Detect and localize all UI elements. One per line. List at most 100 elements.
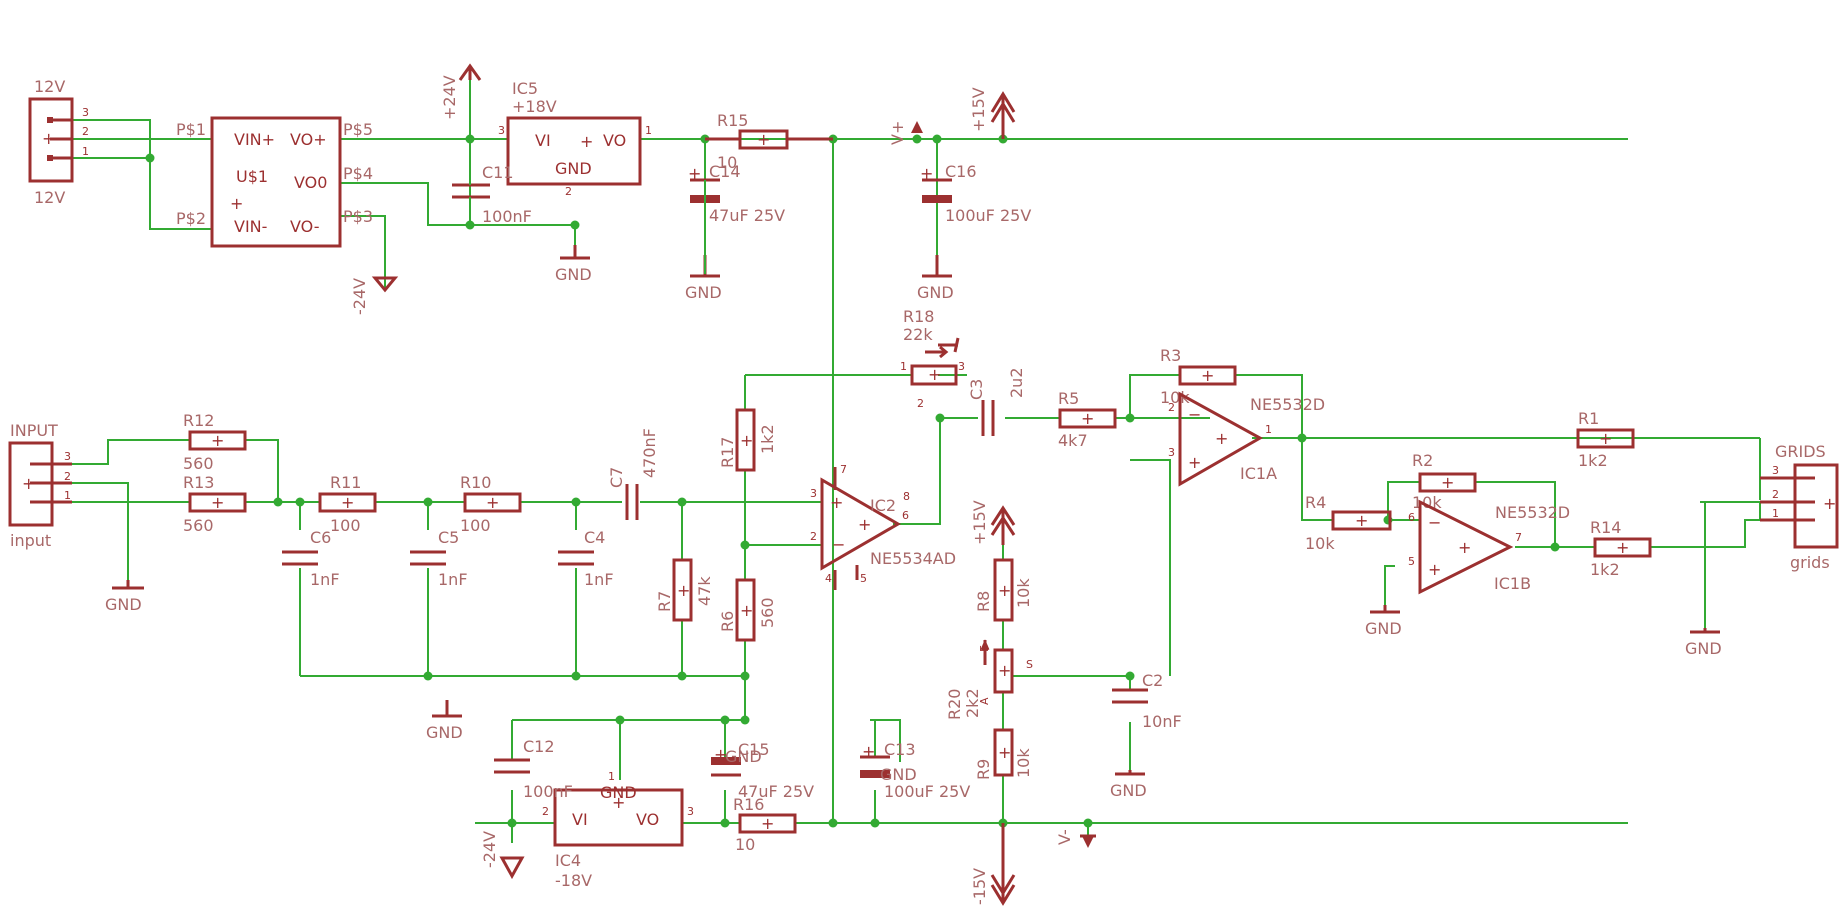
svg-text:1k2: 1k2 xyxy=(1578,451,1608,470)
connector-12v-value: 12V xyxy=(34,188,65,207)
svg-text:4k7: 4k7 xyxy=(1058,431,1088,450)
resistor-r4: + R4 10k xyxy=(1305,493,1392,553)
svg-text:R18: R18 xyxy=(903,307,934,326)
svg-text:C12: C12 xyxy=(523,737,555,756)
svg-text:GND: GND xyxy=(880,765,917,784)
svg-text:+: + xyxy=(580,132,593,151)
connector-12v-name: 12V xyxy=(34,77,65,96)
capacitor-c16: + C16 100uF 25V xyxy=(920,162,1031,225)
svg-text:R9: R9 xyxy=(974,759,993,780)
opamp-ic1a: − + + NE5532D IC1A 2 3 1 xyxy=(1168,391,1325,487)
svg-text:3: 3 xyxy=(498,124,505,137)
overlap-gnd-labels: GND GND xyxy=(725,747,917,784)
svg-text:1k2: 1k2 xyxy=(758,424,777,454)
svg-text:+: + xyxy=(928,365,941,384)
resistor-r3: + R3 10k xyxy=(1160,346,1237,407)
capacitor-c12: C12 100nF xyxy=(494,737,573,801)
capacitor-c15: + C15 47uF 25V xyxy=(711,740,814,801)
connector-12v-plus: + xyxy=(42,129,55,148)
regulator-ic5: VI + VO GND IC5 +18V 3 1 2 xyxy=(498,79,652,198)
svg-text:+: + xyxy=(998,581,1011,600)
svg-text:+: + xyxy=(1428,560,1441,579)
resistor-r9: + R9 10k xyxy=(974,728,1033,780)
svg-text:1: 1 xyxy=(608,770,615,783)
regulator-ic4: VI + VO GND IC4 -18V 2 3 1 xyxy=(542,770,694,890)
supply-plus24: +24V xyxy=(440,63,482,120)
svg-text:+: + xyxy=(612,793,625,812)
svg-text:+: + xyxy=(757,130,770,149)
svg-text:2k2: 2k2 xyxy=(963,688,982,718)
svg-text:100: 100 xyxy=(330,516,361,535)
svg-text:R11: R11 xyxy=(330,473,361,492)
svg-text:10k: 10k xyxy=(1160,388,1190,407)
resistor-r7: + R7 47k xyxy=(655,558,714,622)
opamp-ic2-name: IC2 xyxy=(870,496,896,515)
svg-text:+: + xyxy=(230,194,243,213)
supply-vplus: V+ xyxy=(888,121,923,145)
svg-text:2: 2 xyxy=(810,530,817,543)
svg-text:+: + xyxy=(1458,538,1471,557)
resistor-r6: + R6 560 xyxy=(718,578,777,642)
capacitor-c3: C3 2u2 xyxy=(967,368,1026,436)
svg-text:-24V: -24V xyxy=(480,831,499,868)
svg-text:VO: VO xyxy=(603,131,626,150)
svg-text:1nF: 1nF xyxy=(584,570,614,589)
svg-text:P$4: P$4 xyxy=(343,164,373,183)
svg-text:1: 1 xyxy=(900,360,907,373)
svg-text:+: + xyxy=(1616,538,1629,557)
svg-text:7: 7 xyxy=(840,463,847,476)
svg-text:2u2: 2u2 xyxy=(1007,368,1026,399)
connector-grids-value: grids xyxy=(1790,553,1830,572)
svg-text:-24V: -24V xyxy=(350,278,369,315)
svg-text:4: 4 xyxy=(825,572,832,585)
svg-text:3: 3 xyxy=(82,106,89,119)
supply-plus15-mid: +15V xyxy=(970,500,1016,545)
opamp-ic2: + − + IC2 NE5534AD 3 2 4 5 6 7 8 xyxy=(810,463,956,590)
svg-text:10nF: 10nF xyxy=(1142,712,1182,731)
junctions xyxy=(145,134,1560,828)
svg-text:GND: GND xyxy=(685,283,722,302)
svg-text:R5: R5 xyxy=(1058,389,1079,408)
svg-text:C11: C11 xyxy=(482,163,514,182)
capacitor-c2: C2 10nF xyxy=(1112,671,1182,731)
svg-text:22k: 22k xyxy=(903,325,933,344)
svg-text:+: + xyxy=(22,474,35,493)
svg-text:C6: C6 xyxy=(310,528,331,547)
svg-text:R8: R8 xyxy=(974,591,993,612)
svg-text:VO0: VO0 xyxy=(294,173,327,192)
svg-text:+: + xyxy=(862,742,875,761)
svg-text:C4: C4 xyxy=(584,528,605,547)
svg-text:+: + xyxy=(1215,429,1228,448)
svg-text:P$5: P$5 xyxy=(343,120,373,139)
svg-text:10: 10 xyxy=(717,153,737,172)
svg-text:−: − xyxy=(1188,405,1201,424)
svg-text:7: 7 xyxy=(1515,531,1522,544)
svg-text:+: + xyxy=(1201,366,1214,385)
wires xyxy=(72,80,1761,843)
connector-input-value: input xyxy=(10,531,51,550)
connector-input: + INPUT input 3 2 1 xyxy=(8,421,72,550)
svg-text:1: 1 xyxy=(64,489,71,502)
resistor-r5: + R5 4k7 xyxy=(1058,389,1117,450)
supply-minus24-top: -24V xyxy=(350,276,399,315)
svg-text:8: 8 xyxy=(903,490,910,503)
svg-text:V+: V+ xyxy=(888,121,907,145)
svg-text:10k: 10k xyxy=(1412,493,1442,512)
svg-text:2: 2 xyxy=(82,125,89,138)
svg-text:VO-: VO- xyxy=(290,217,319,236)
connector-input-name: INPUT xyxy=(10,421,58,440)
svg-text:P$2: P$2 xyxy=(176,209,206,228)
svg-text:GND: GND xyxy=(555,159,592,178)
svg-text:C5: C5 xyxy=(438,528,459,547)
svg-text:R2: R2 xyxy=(1412,451,1433,470)
regulator-ic4-value: -18V xyxy=(555,871,592,890)
svg-text:+: + xyxy=(998,661,1011,680)
svg-text:-15V: -15V xyxy=(970,868,989,905)
resistor-r14: + R14 1k2 xyxy=(1590,518,1652,579)
connector-grids-name: GRIDS xyxy=(1775,442,1826,461)
svg-text:47k: 47k xyxy=(695,576,714,606)
svg-text:3: 3 xyxy=(1772,464,1779,477)
svg-text:+: + xyxy=(998,743,1011,762)
connector-grids: + GRIDS grids 3 2 1 xyxy=(1760,442,1839,572)
